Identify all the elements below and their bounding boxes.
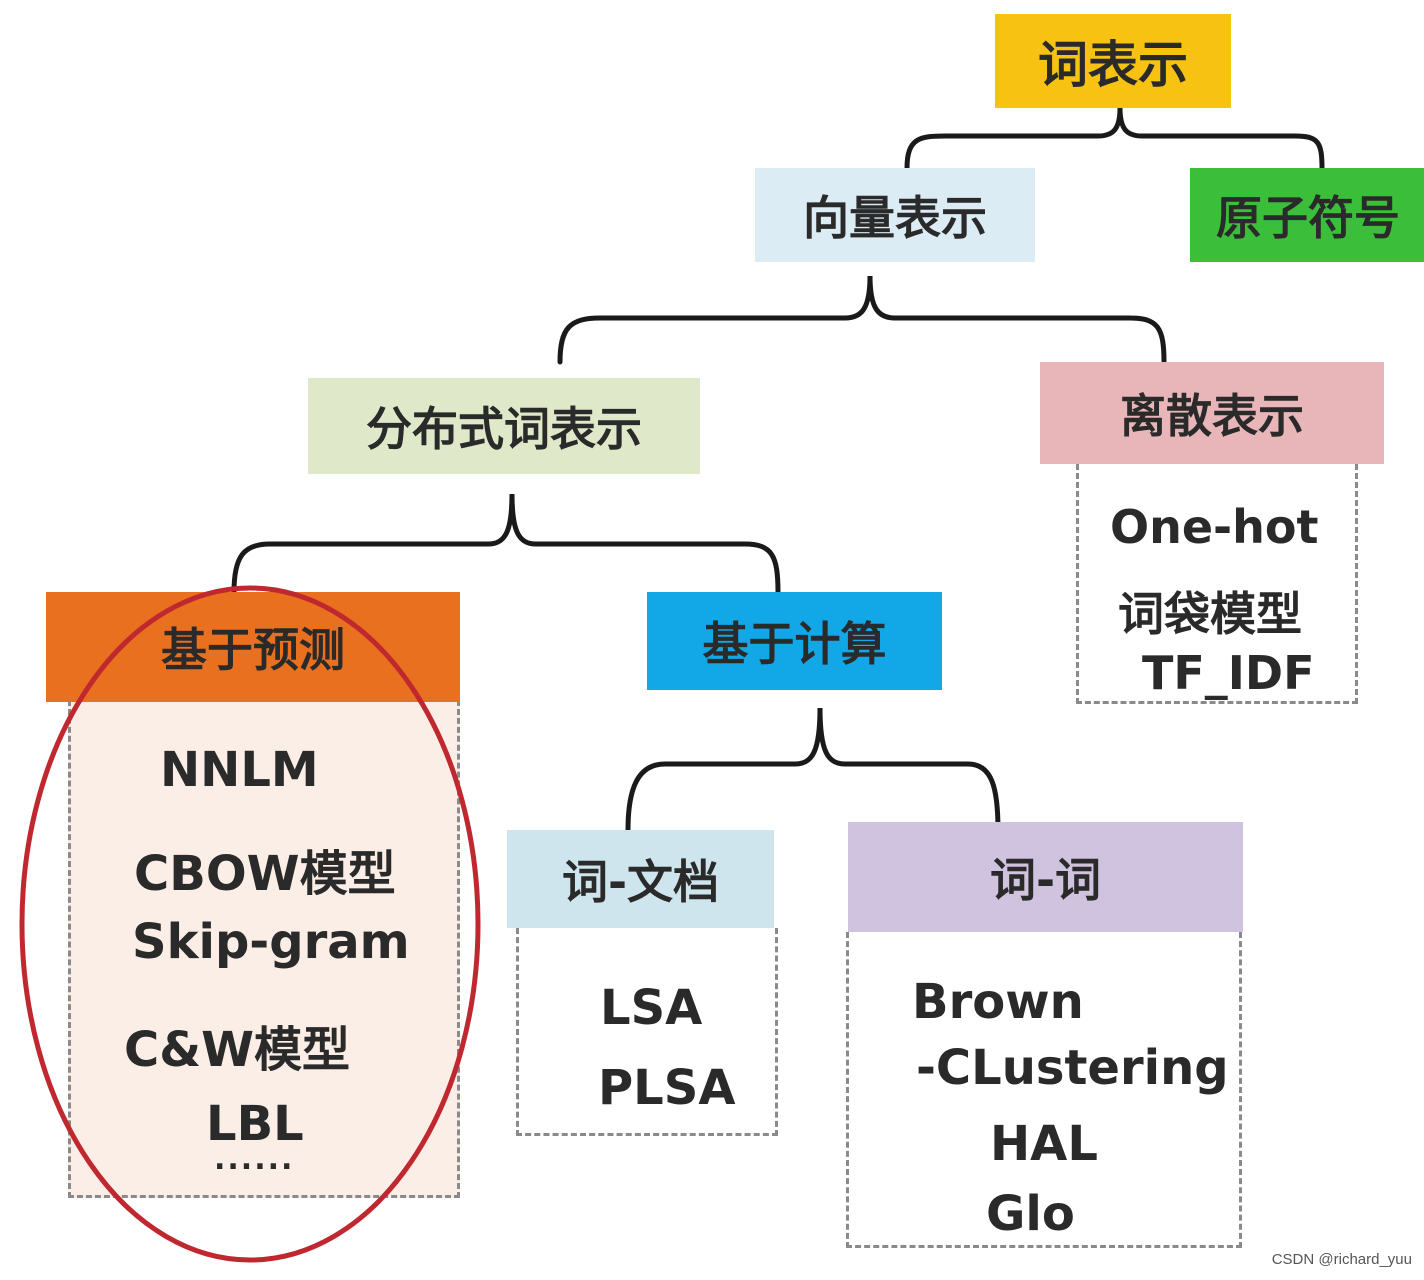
node-word-word: 词-词 — [848, 822, 1243, 932]
watermark: CSDN @richard_yuu — [1271, 1251, 1412, 1268]
node-atomic-symbol-label: 原子符号 — [1216, 191, 1400, 245]
list-item-clustering: -CLustering — [916, 1040, 1229, 1096]
node-vector-representation: 向量表示 — [755, 168, 1035, 262]
list-item-tf-idf: TF_IDF — [1142, 646, 1315, 700]
list-item-glove: Glo — [986, 1186, 1075, 1242]
list-item-nnlm: NNLM — [160, 742, 319, 798]
node-atomic-symbol: 原子符号 — [1190, 168, 1424, 262]
node-count-based: 基于计算 — [647, 592, 942, 690]
list-item-cw: C&W模型 — [124, 1022, 351, 1078]
node-distributed-representation: 分布式词表示 — [308, 378, 700, 474]
list-item-hal: HAL — [990, 1116, 1098, 1172]
node-word-representation: 词表示 — [995, 14, 1231, 108]
word-word-list-box — [846, 932, 1242, 1248]
list-item-lsa: LSA — [600, 980, 703, 1036]
list-item-cbow: CBOW模型 — [134, 846, 396, 902]
list-item-skip-gram: Skip-gram — [132, 914, 410, 970]
list-item-bag-of-words: 词袋模型 — [1118, 587, 1302, 641]
discrete-list-box — [1076, 464, 1358, 704]
list-item-plsa: PLSA — [598, 1060, 736, 1116]
node-word-document: 词-文档 — [507, 830, 774, 928]
node-prediction-based: 基于预测 — [46, 592, 460, 702]
list-item-one-hot: One-hot — [1110, 500, 1319, 554]
word-doc-list-box — [516, 928, 778, 1136]
list-item-brown: Brown — [912, 974, 1084, 1030]
list-item-ellipsis: ...... — [214, 1142, 295, 1177]
node-discrete-representation: 离散表示 — [1040, 362, 1384, 464]
